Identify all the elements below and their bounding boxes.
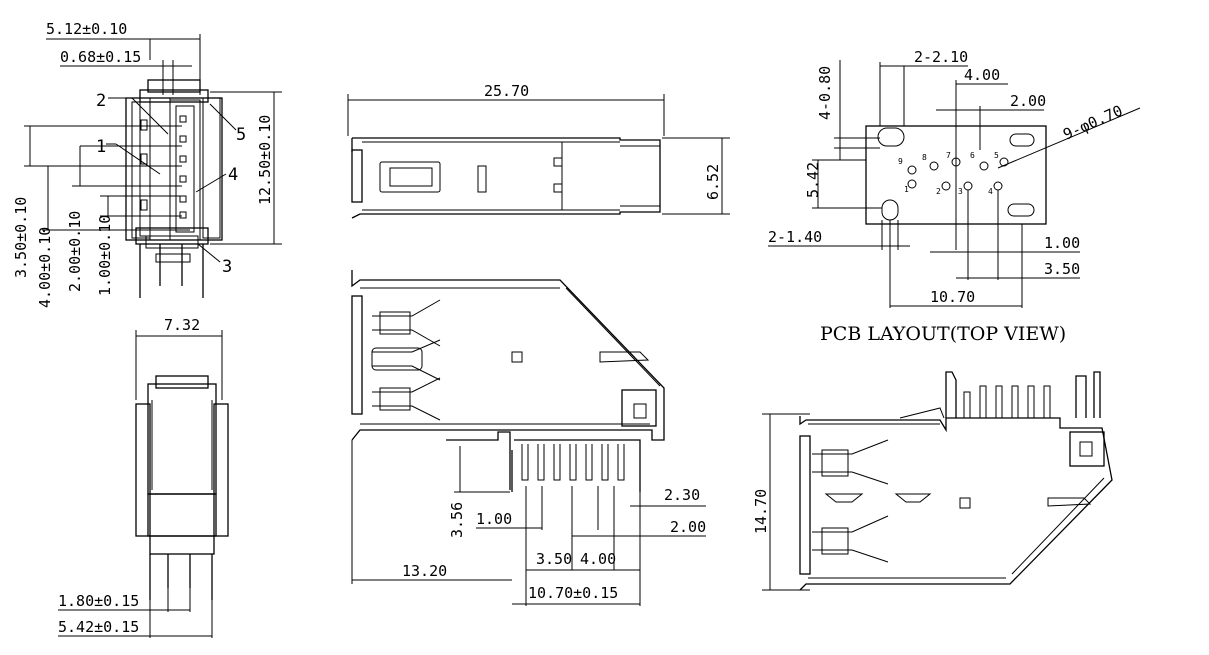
dim-10-70-pcb: 10.70 [930,288,975,306]
pin-9: 9 [898,157,903,166]
dim-offset: 0.68±0.15 [60,48,141,66]
top-view: 25.70 6.52 [347,82,730,219]
bottom-right-view: 14.70 [752,371,1113,591]
dim-total-width: 5.12±0.10 [46,20,127,38]
callout-1: 1 [96,137,106,157]
dim-3-50: 3.50±0.10 [12,197,30,278]
pin-7: 7 [946,151,951,160]
dim-7-32: 7.32 [164,316,200,334]
dim-14-70: 14.70 [752,489,770,534]
pin-2: 2 [936,187,941,196]
side-view: 5.12±0.10 0.68±0.15 [12,20,282,308]
dim-1-00: 1.00±0.10 [96,215,114,296]
pin-3: 3 [958,187,963,196]
callout-3: 3 [222,257,232,277]
dim-4-00: 4.00±0.10 [36,227,54,308]
dim-3-50-pcb: 3.50 [1044,260,1080,278]
dim-2-2-10: 2-2.10 [914,48,968,66]
dim-5-42-pcb: 5.42 [804,162,822,198]
dim-1-00-pcb: 1.00 [1044,234,1080,252]
dim-2-30: 2.30 [664,486,700,504]
dim-4-00: 4.00 [580,550,616,568]
dim-10-70: 10.70±0.15 [528,584,618,602]
dim-height-12-50: 12.50±0.10 [256,115,274,205]
pcb-layout: 2-2.10 4-0.80 4.00 2.00 9-φ0.70 [768,48,1141,345]
callout-2: 2 [96,91,106,111]
pin-1: 1 [904,185,909,194]
dim-6-52: 6.52 [704,164,722,200]
dim-3-50: 3.50 [536,550,572,568]
dim-25-70: 25.70 [484,82,529,100]
dim-5-42: 5.42±0.15 [58,618,139,636]
dim-13-20: 13.20 [402,562,447,580]
pin-4: 4 [988,187,993,196]
dim-2-1-40: 2-1.40 [768,228,822,246]
callout-4: 4 [228,165,238,185]
dim-4-0-80: 4-0.80 [816,66,834,120]
dim-1-80: 1.80±0.15 [58,592,139,610]
dim-3-56: 3.56 [448,502,466,538]
front-view: 7.32 1.80±0.15 5.42±0.15 [58,316,229,638]
pcb-layout-title: PCB LAYOUT(TOP VIEW) [820,323,1066,345]
pin-8: 8 [922,153,927,162]
pin-5: 5 [994,151,999,160]
dim-2-00: 2.00±0.10 [66,211,84,292]
dim-4-00-pcb: 4.00 [964,66,1000,84]
dim-1-00: 1.00 [476,510,512,528]
callout-5: 5 [236,125,246,145]
dim-2-00: 2.00 [670,518,706,536]
dim-2-00-pcb: 2.00 [1010,92,1046,110]
pin-6: 6 [970,151,975,160]
main-view: 3.56 1.00 2.30 2.00 3.50 4.00 13.20 10.7… [351,270,706,606]
